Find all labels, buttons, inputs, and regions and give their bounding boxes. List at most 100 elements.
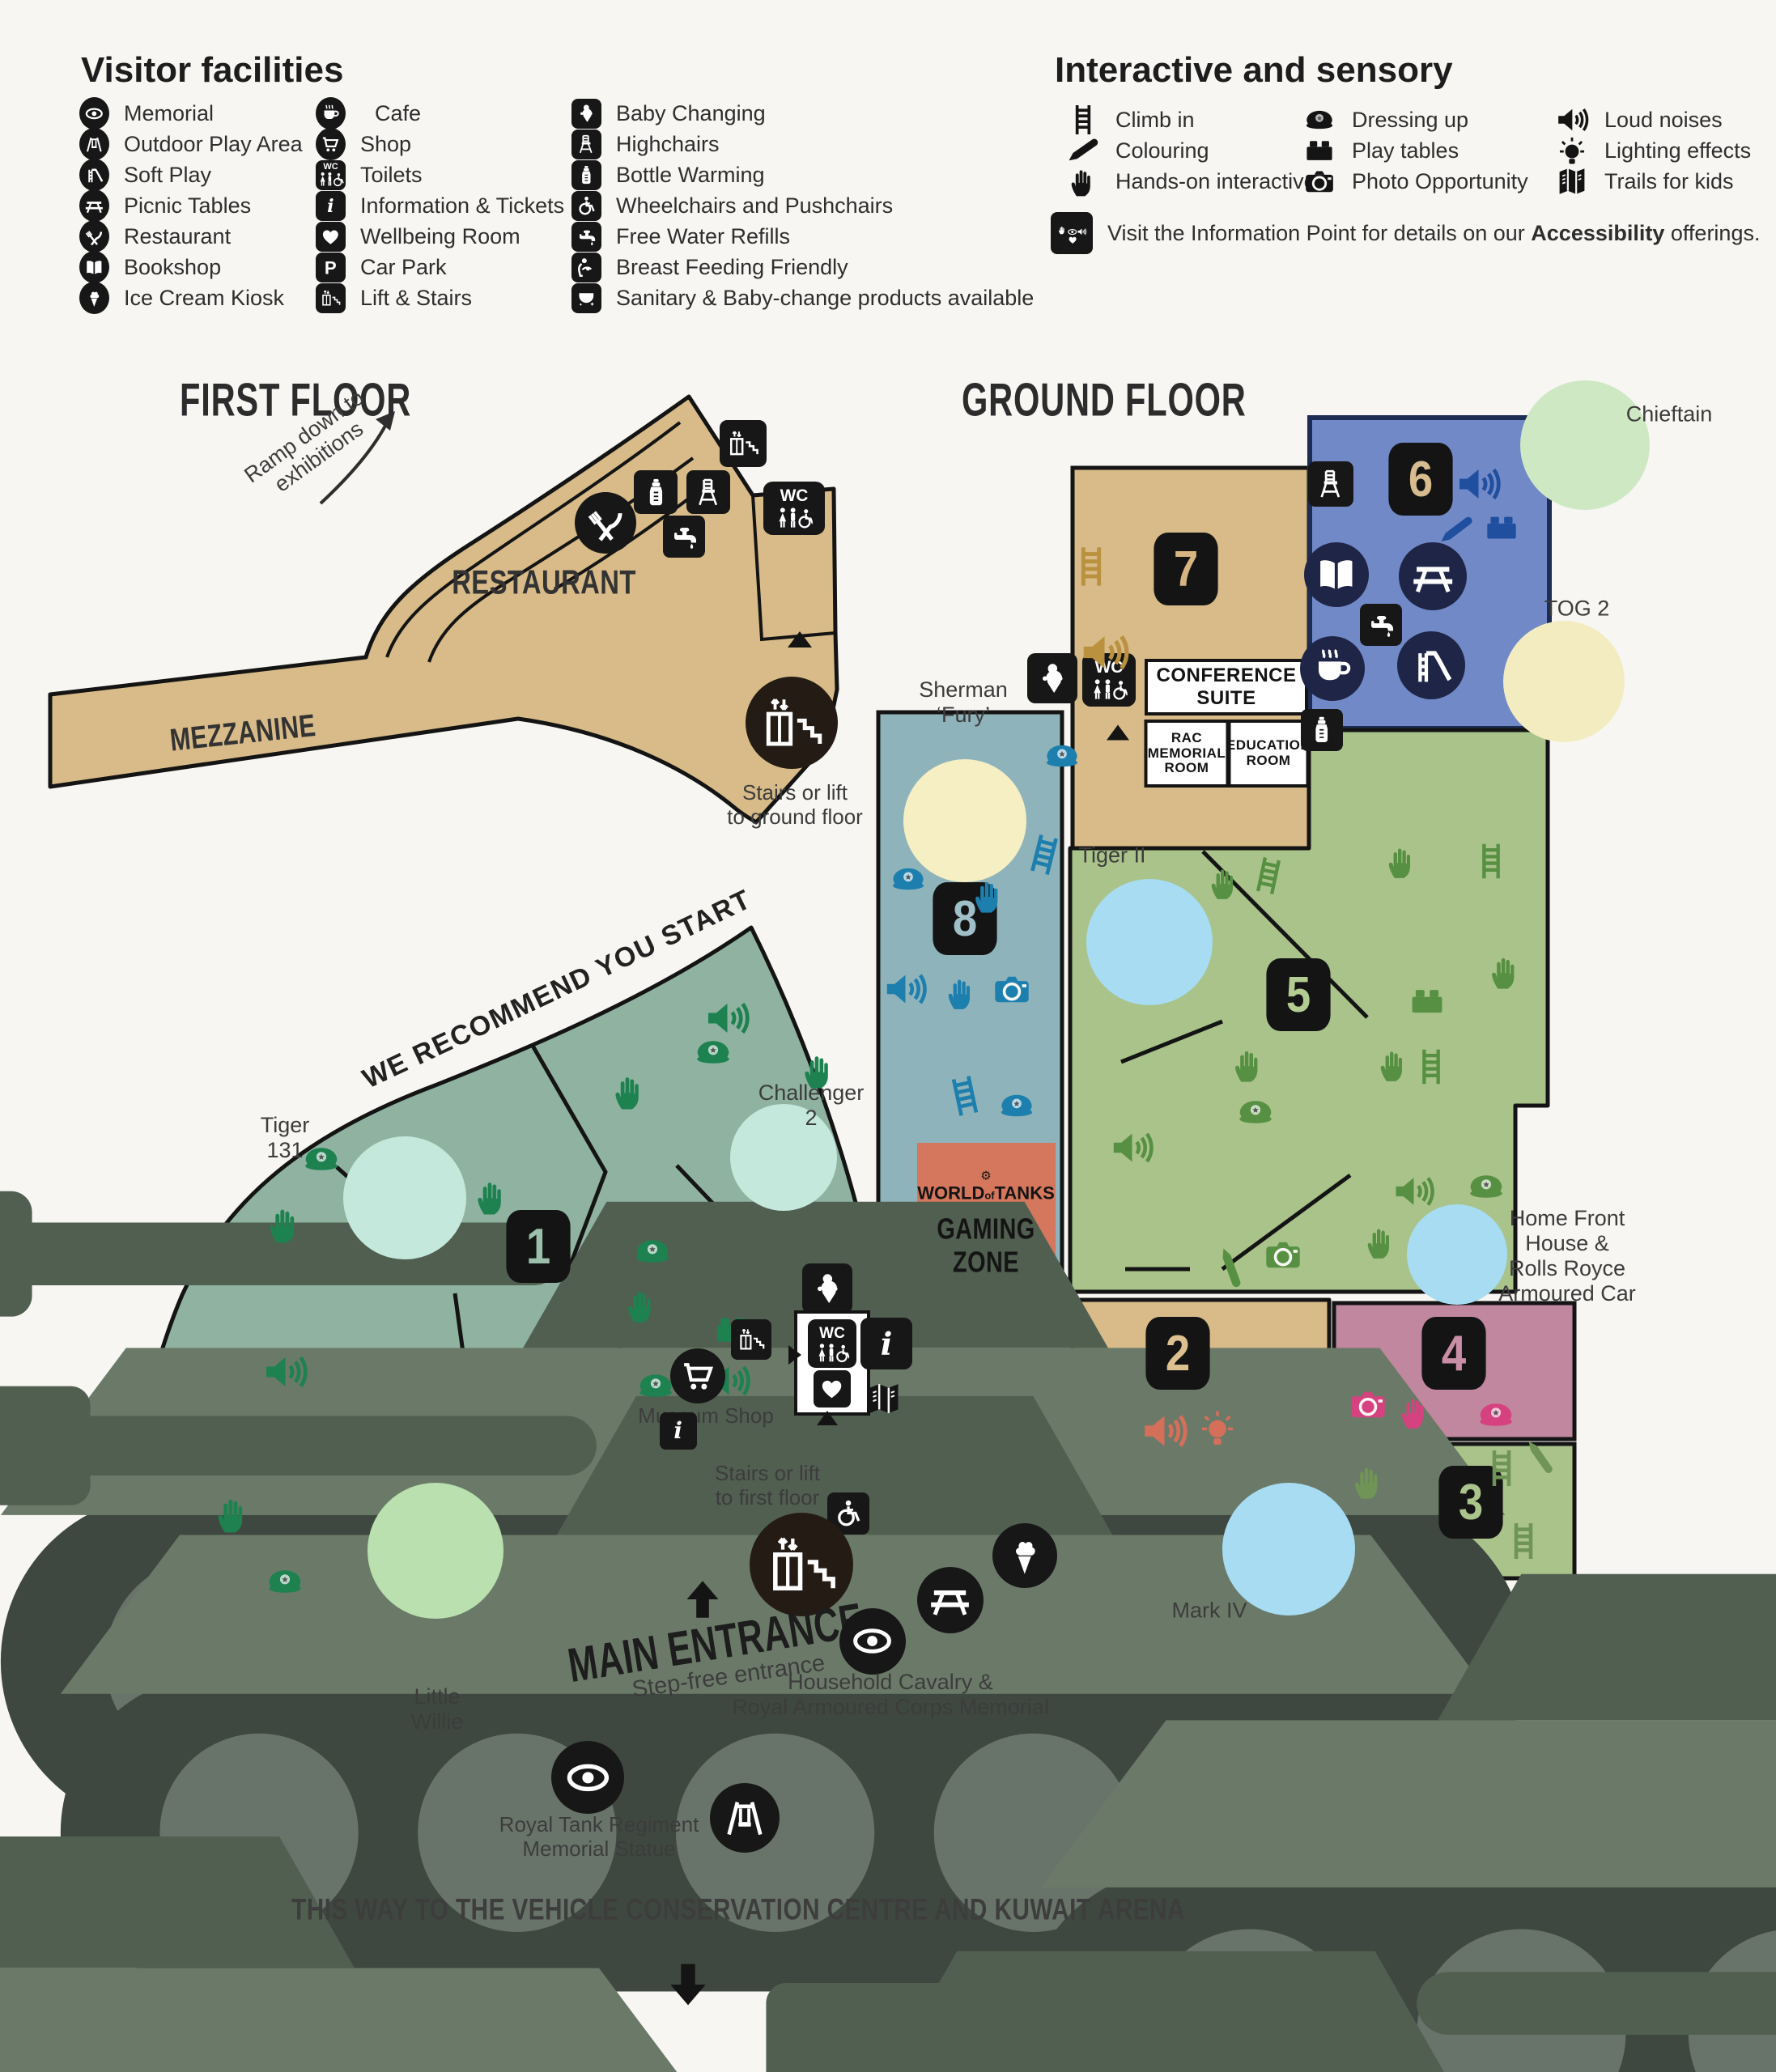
- lift-stairs-icon: [731, 1319, 771, 1360]
- legend-label: Wellbeing Room: [360, 223, 520, 248]
- speaker-icon: [1139, 1406, 1189, 1456]
- legend-label: Car Park: [360, 254, 447, 279]
- direction-triangle: [788, 631, 812, 648]
- toilets-icon: WC: [808, 1319, 856, 1368]
- speaker-icon: [1077, 626, 1131, 679]
- ladder-icon: [1502, 1519, 1545, 1563]
- conservation-centre-note: THIS WAY TO THE VEHICLE CONSERVATION CEN…: [291, 1892, 1185, 1926]
- legend-label: Shop: [360, 131, 412, 156]
- hand-icon: [1205, 862, 1245, 902]
- shop-icon: [670, 1348, 725, 1403]
- legend-label: Picnic Tables: [124, 193, 252, 218]
- legend-row: Loud noises: [1554, 104, 1723, 136]
- highchairs-icon: [1308, 461, 1353, 507]
- ladder-icon: [1022, 832, 1067, 877]
- legend-row: Shop: [316, 128, 411, 160]
- hand-icon: [941, 972, 982, 1013]
- hand-icon: [1374, 1044, 1414, 1085]
- shop-icon: [316, 128, 346, 160]
- legend-label: Outdoor Play Area: [124, 131, 303, 156]
- cap-icon: [1041, 735, 1083, 777]
- outdoor-play-icon: [79, 128, 109, 160]
- lift-stairs-icon: [720, 420, 767, 467]
- cap-icon: [691, 1030, 735, 1074]
- legend-label: Memorial: [124, 100, 215, 125]
- hand-icon: [470, 1174, 514, 1218]
- bulb-icon: [1195, 1405, 1240, 1450]
- mark4-highlight: [1222, 1483, 1355, 1616]
- wellbeing-icon: [316, 221, 346, 252]
- legend-label: Photo Opportunity: [1352, 168, 1528, 193]
- speaker-icon: [1454, 460, 1502, 508]
- ladder-icon: [1410, 1046, 1452, 1088]
- memorial-eye-icon: [839, 1608, 906, 1675]
- legend-label: Colouring: [1115, 138, 1209, 163]
- legend-row: Picnic Tables: [79, 189, 251, 222]
- world-of-tanks-logo: ⚙ WORLDofTANKS: [917, 1169, 1055, 1204]
- legend-row: Play tables: [1302, 134, 1459, 167]
- legend-row: Highchairs: [571, 128, 720, 160]
- legend-label: Restaurant: [124, 223, 232, 248]
- legend-label: Loud noises: [1604, 107, 1723, 132]
- household-cavalry-label: Household Cavalry &Royal Armoured Corps …: [732, 1669, 1049, 1719]
- car-park-icon: [316, 252, 346, 282]
- ladder-icon: [1480, 1446, 1523, 1490]
- legend-label: Bottle Warming: [616, 162, 765, 187]
- direction-triangle: [817, 1411, 838, 1425]
- legend-row: Restaurant: [79, 220, 231, 253]
- legend-row: Soft Play: [79, 159, 211, 191]
- legend-row: Information & Tickets: [316, 189, 564, 222]
- memorial-eye-icon: [79, 97, 109, 130]
- this-way-arrow-icon: [665, 1954, 712, 2015]
- hand-icon: [1361, 1221, 1401, 1262]
- legend-label: Dressing up: [1352, 107, 1469, 132]
- bottle-warming-icon: [571, 159, 601, 190]
- camera-icon: [1261, 1233, 1305, 1276]
- bottle-warming-icon: [634, 470, 678, 514]
- legend-row: Photo Opportunity: [1302, 165, 1528, 197]
- ice-cream-icon: [992, 1523, 1057, 1588]
- legend-label: Bookshop: [124, 254, 222, 279]
- speaker-icon: [882, 966, 928, 1013]
- baby-changing-icon: [571, 98, 601, 129]
- legend-row: Cafe: [316, 97, 421, 130]
- bookshop-icon: [1304, 542, 1369, 607]
- hand-icon: [1485, 950, 1527, 992]
- legend-label: Free Water Refills: [616, 223, 791, 248]
- legend-label: Cafe: [375, 100, 422, 125]
- cap-icon: [1474, 1393, 1518, 1437]
- sherman-highlight: [903, 759, 1026, 882]
- legend-label: Soft Play: [124, 162, 212, 187]
- information-icon: [660, 1412, 697, 1450]
- highchairs-icon: [686, 470, 730, 514]
- speaker-icon: [1391, 1169, 1436, 1214]
- hand-icon: [621, 1284, 663, 1326]
- ice-cream-icon: [79, 282, 109, 314]
- cap-icon: [1464, 1165, 1508, 1208]
- baby-changing-icon: [1027, 653, 1077, 703]
- legend-row: Bookshop: [79, 251, 221, 283]
- ramp-arrow: [319, 425, 387, 505]
- chieftain-label: Chieftain: [1625, 401, 1713, 427]
- legend-row: Car Park: [316, 251, 447, 283]
- legend-row: Outdoor Play Area: [79, 128, 303, 160]
- hall-3-badge: 3: [1438, 1466, 1503, 1539]
- lift-stairs-icon: [316, 282, 346, 313]
- visitor-facilities-title: Visitor facilities: [81, 50, 344, 90]
- first-floor-title: FIRST FLOOR: [180, 375, 412, 427]
- legend-row: Climb in: [1065, 104, 1195, 136]
- restaurant-icon: [79, 220, 109, 253]
- water-refill-icon: [1360, 604, 1402, 646]
- legend-row: Bottle Warming: [571, 159, 765, 191]
- toilets-icon: WC: [316, 159, 346, 190]
- hall-5-badge: 5: [1266, 958, 1331, 1031]
- cafe-icon: [1300, 636, 1365, 701]
- tiger131-highlight: [343, 1136, 466, 1259]
- pencil-icon: [1209, 1246, 1251, 1289]
